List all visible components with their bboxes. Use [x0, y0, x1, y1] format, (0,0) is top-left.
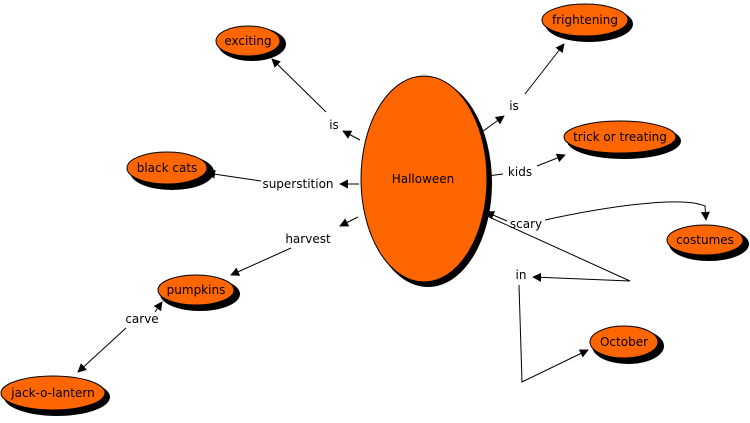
link-line-is-frightening [524, 43, 565, 95]
node-october[interactable]: October [589, 325, 664, 364]
link-label-superstition: superstition [262, 177, 333, 191]
node-halloween-shape [360, 75, 488, 283]
node-trick-or-treating[interactable]: trick or treating [563, 120, 681, 159]
link-line-carve-jackolantern [77, 327, 127, 373]
link-line-in-october [518, 284, 589, 383]
node-pumpkins-label: pumpkins [167, 283, 226, 297]
node-pumpkins-shape [157, 274, 235, 306]
link-line-halloween-harvest [339, 216, 359, 227]
link-line-pumpkins-carve [153, 301, 163, 313]
node-trick-or-treating-label: trick or treating [573, 130, 667, 144]
node-black-cats[interactable]: black cats [126, 151, 214, 190]
link-line-halloween-in [486, 215, 631, 282]
node-halloween-label: Halloween [392, 172, 455, 186]
node-october-shape [589, 325, 659, 359]
link-line-scary-costumes [544, 201, 710, 221]
node-black-cats-shape [126, 151, 208, 185]
link-label-scary: scary [510, 217, 542, 231]
node-october-label: October [600, 335, 648, 349]
node-jack-o-lantern-shape [0, 375, 106, 411]
node-frightening-shape [541, 3, 629, 37]
link-line-halloween-is [342, 130, 361, 141]
node-costumes-shape [666, 224, 744, 256]
link-labels-layer: is is kids superstition scary harvest in… [125, 99, 542, 326]
node-halloween[interactable]: Halloween [360, 75, 492, 287]
link-label-harvest: harvest [285, 232, 331, 246]
link-line-is-exciting [271, 58, 327, 113]
node-exciting-shape [215, 25, 281, 57]
link-label-in: in [516, 268, 527, 282]
node-exciting[interactable]: exciting [215, 25, 286, 61]
link-line-halloween-scary [485, 211, 508, 222]
link-label-carve: carve [125, 312, 158, 326]
link-line-superstition-blackcats [206, 169, 262, 182]
link-label-kids: kids [508, 165, 532, 179]
link-line-kids-trick [536, 153, 566, 167]
node-exciting-label: exciting [224, 34, 271, 48]
node-frightening-label: frightening [552, 13, 618, 27]
node-pumpkins[interactable]: pumpkins [157, 274, 240, 311]
node-costumes-label: costumes [676, 233, 734, 247]
link-line-harvest-pumpkins [230, 247, 292, 276]
node-frightening[interactable]: frightening [541, 3, 633, 42]
nodes-layer: Halloween exciting frightening trick or … [0, 3, 749, 416]
link-label-is-frightening: is [509, 99, 519, 113]
node-jack-o-lantern-label: jack-o-lantern [10, 386, 94, 400]
links-layer [77, 43, 710, 383]
node-costumes[interactable]: costumes [666, 224, 749, 261]
node-trick-or-treating-shape [563, 120, 677, 154]
node-jack-o-lantern[interactable]: jack-o-lantern [0, 375, 110, 416]
link-label-is-exciting: is [329, 118, 339, 132]
node-black-cats-label: black cats [137, 161, 198, 175]
